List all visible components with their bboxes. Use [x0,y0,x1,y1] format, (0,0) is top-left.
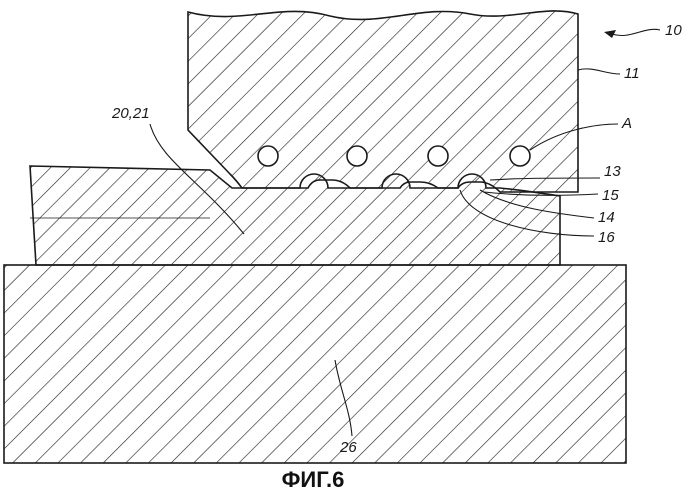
base-member-26 [4,265,626,463]
bore-circle-4 [510,146,530,166]
label-26: 26 [339,439,357,456]
label-13: 13 [604,163,621,180]
bore-circle-2 [347,146,367,166]
figure-caption: ФИГ.6 [282,467,345,492]
label-16: 16 [598,229,615,246]
leader-11 [578,69,620,74]
label-a: A [621,115,632,132]
label-14: 14 [598,209,615,226]
leader-10 [612,29,660,35]
bore-circle-3 [428,146,448,166]
label-11: 11 [624,65,640,82]
label-20-21: 20,21 [111,105,150,122]
bore-circle-1 [258,146,278,166]
label-15: 15 [602,187,619,204]
leader-10-arrowhead [604,30,616,38]
label-10: 10 [665,22,682,39]
